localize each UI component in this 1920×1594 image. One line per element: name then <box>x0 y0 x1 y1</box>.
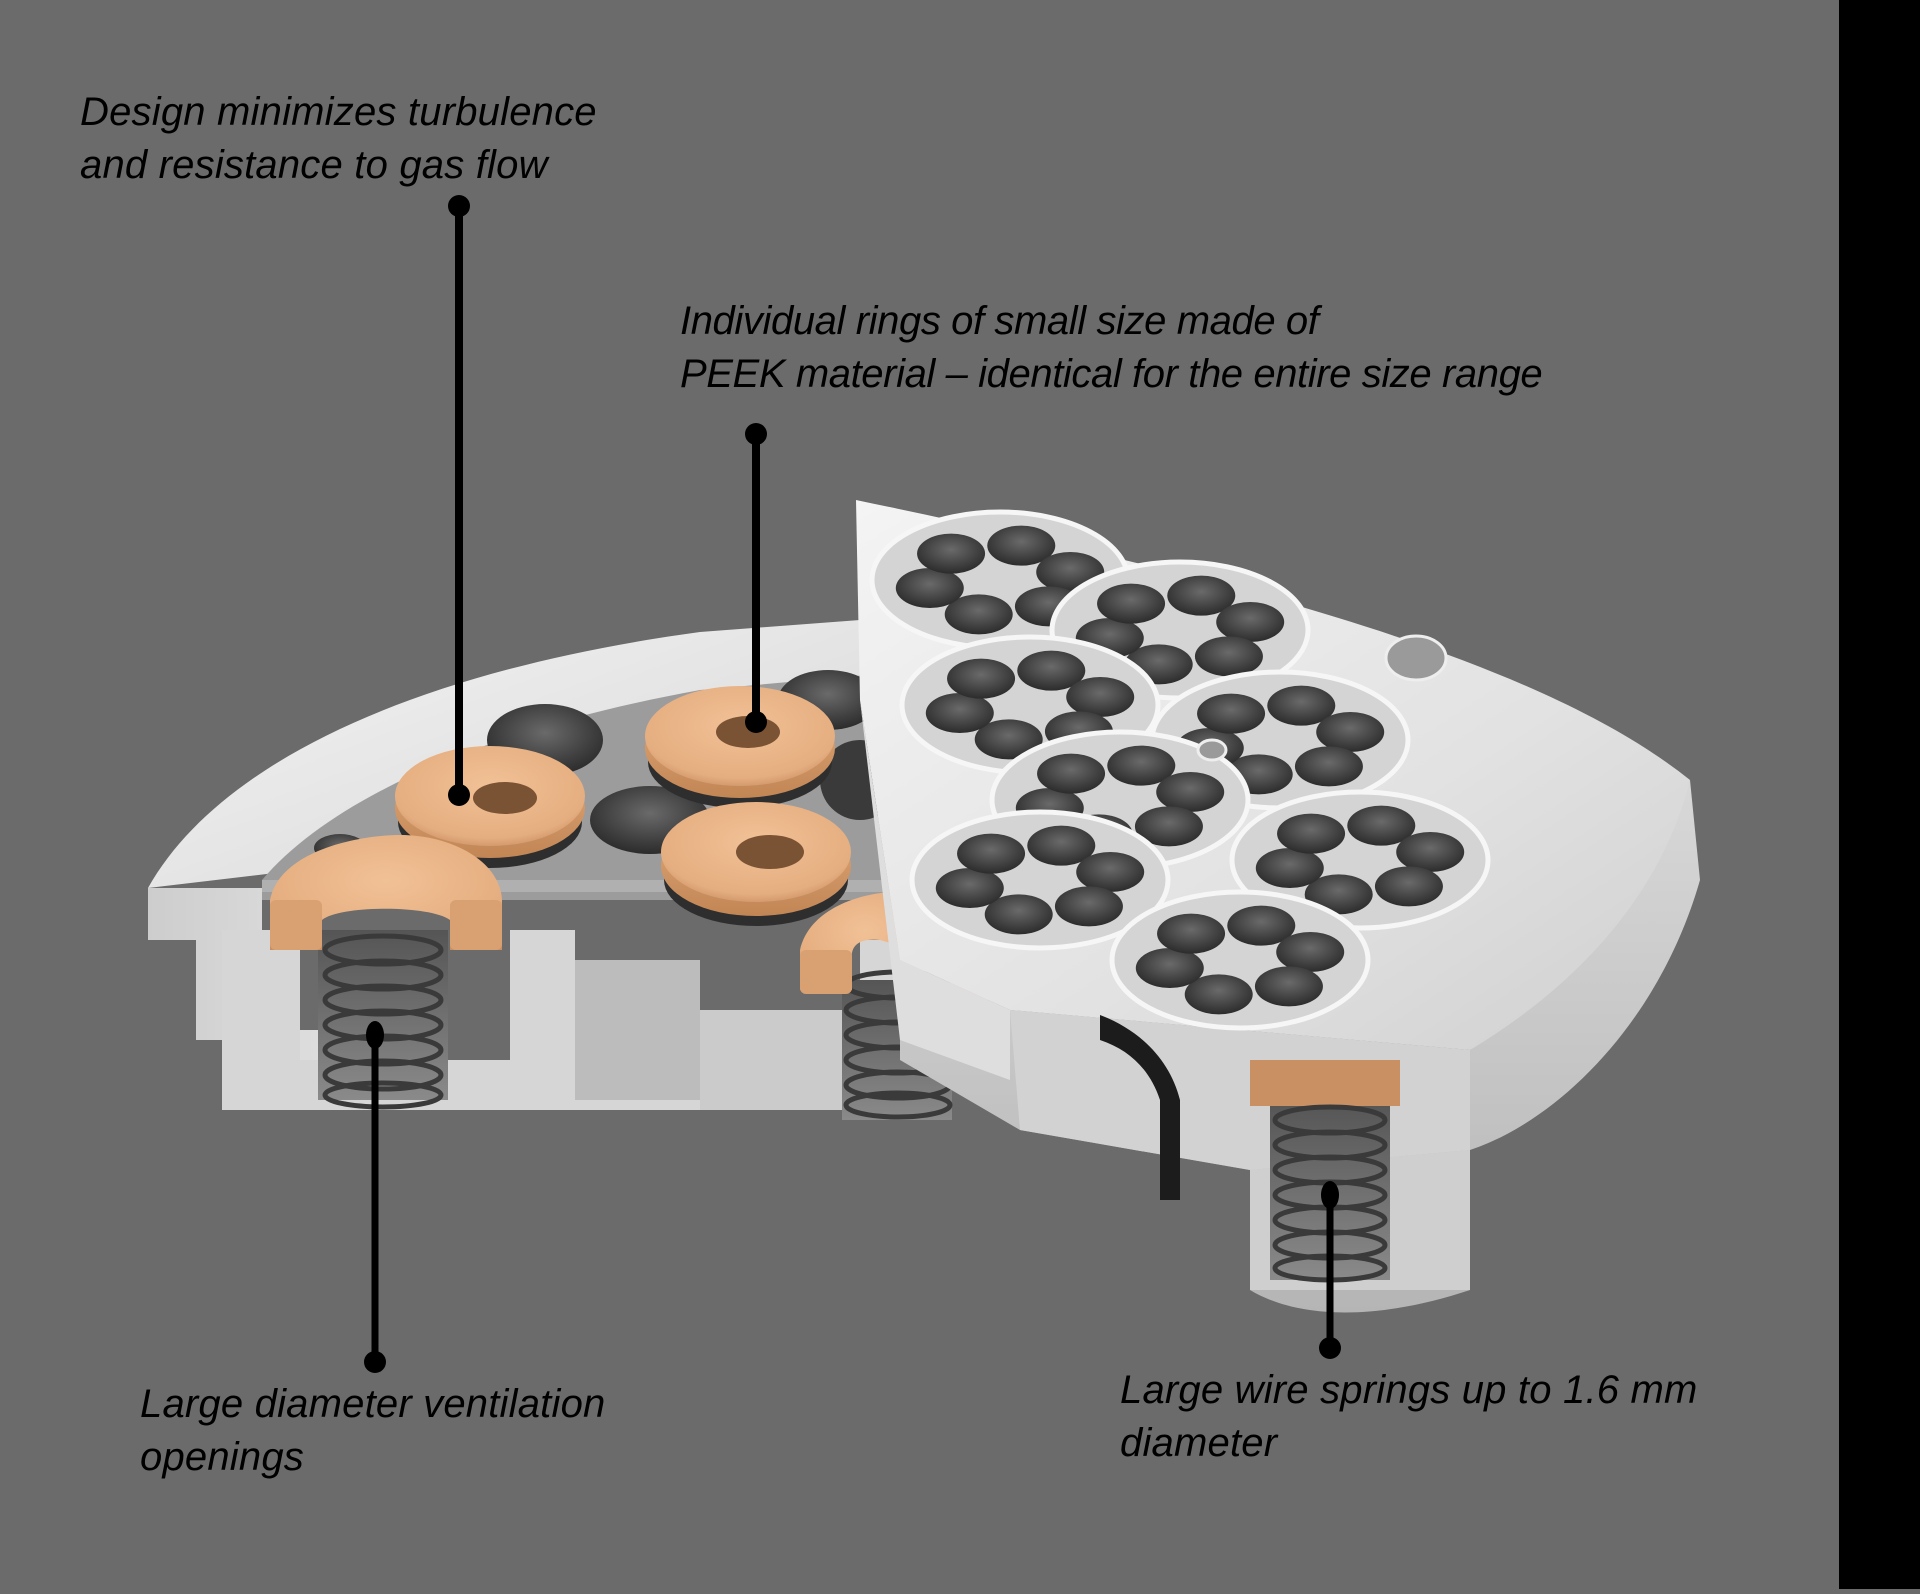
flow-port <box>1054 886 1123 927</box>
callout-leader-peek-rings <box>745 423 767 733</box>
pin-hole <box>1196 738 1228 762</box>
leader-dot <box>745 423 767 445</box>
callout-line: Large wire springs up to 1.6 mm <box>1120 1368 1698 1412</box>
callout-peek-rings: Individual rings of small size made of P… <box>680 295 1543 401</box>
flow-port <box>1076 852 1145 893</box>
leader-dot <box>448 195 470 217</box>
flow-port <box>1277 813 1346 854</box>
callout-line: Design minimizes turbulence <box>80 90 597 134</box>
flow-port <box>1157 913 1226 954</box>
flow-port <box>1304 874 1373 915</box>
flow-port <box>1255 847 1324 888</box>
flow-port <box>1167 575 1236 616</box>
callout-line: Large diameter ventilation <box>140 1382 606 1426</box>
peek-ring <box>645 686 835 808</box>
callout-leader-springs <box>1319 1181 1341 1359</box>
flow-port <box>1276 932 1345 973</box>
flow-port <box>895 567 964 608</box>
callout-flow-design: Design minimizes turbulence and resistan… <box>80 86 597 192</box>
callout-line: PEEK material – identical for the entire… <box>680 352 1543 396</box>
flow-port <box>1197 693 1266 734</box>
flow-port <box>944 594 1013 635</box>
callout-line: diameter <box>1120 1421 1278 1465</box>
flow-port <box>1194 636 1263 677</box>
peek-ring <box>661 802 851 926</box>
leader-dot <box>745 711 767 733</box>
callout-line: and resistance to gas flow <box>80 143 548 187</box>
flow-port <box>957 833 1026 874</box>
callout-line: openings <box>140 1435 304 1479</box>
flow-port <box>917 533 986 574</box>
flow-port <box>1184 974 1253 1015</box>
flow-port <box>1107 745 1176 786</box>
flow-port <box>1347 805 1416 846</box>
flow-port <box>1097 583 1166 624</box>
peek-ring-section <box>270 835 502 950</box>
leader-dot <box>1319 1337 1341 1359</box>
peek-ring <box>395 746 585 868</box>
flow-port-clusters <box>869 509 1491 1031</box>
flow-port <box>987 525 1056 566</box>
port-cluster <box>909 809 1171 951</box>
flow-port <box>1254 966 1323 1007</box>
wire-spring <box>322 933 444 1110</box>
leader-dot <box>366 1021 384 1049</box>
flow-port <box>1374 866 1443 907</box>
peek-ring-section <box>1250 1060 1400 1106</box>
callout-line: Individual rings of small size made of <box>680 299 1319 343</box>
flow-port <box>984 894 1053 935</box>
callout-leader-flow-design <box>448 195 470 806</box>
flow-port <box>1027 825 1096 866</box>
pin-hole <box>1384 634 1448 682</box>
flow-port <box>1267 685 1336 726</box>
flow-port <box>947 658 1016 699</box>
flow-port <box>1294 746 1363 787</box>
flow-port <box>1134 806 1203 847</box>
black-edge-bar <box>1839 0 1920 1589</box>
port-cluster <box>1229 789 1491 931</box>
flow-port <box>1017 650 1086 691</box>
callout-leader-ventilation <box>364 1021 386 1373</box>
flow-port <box>1316 712 1385 753</box>
callout-ventilation: Large diameter ventilation openings <box>140 1378 605 1484</box>
flow-port <box>925 692 994 733</box>
flow-port <box>1227 905 1296 946</box>
leader-dot <box>1321 1181 1339 1209</box>
callout-springs: Large wire springs up to 1.6 mm diameter <box>1120 1364 1698 1470</box>
flow-port <box>1396 832 1465 873</box>
flow-port <box>935 867 1004 908</box>
flow-port <box>1135 947 1204 988</box>
flow-port <box>1066 677 1135 718</box>
leader-dot <box>448 784 470 806</box>
port-cluster <box>1109 889 1371 1031</box>
flow-port <box>974 719 1043 760</box>
flow-port <box>1156 772 1225 813</box>
leader-dot <box>364 1351 386 1373</box>
flow-port <box>1037 753 1106 794</box>
flow-port <box>1216 602 1285 643</box>
